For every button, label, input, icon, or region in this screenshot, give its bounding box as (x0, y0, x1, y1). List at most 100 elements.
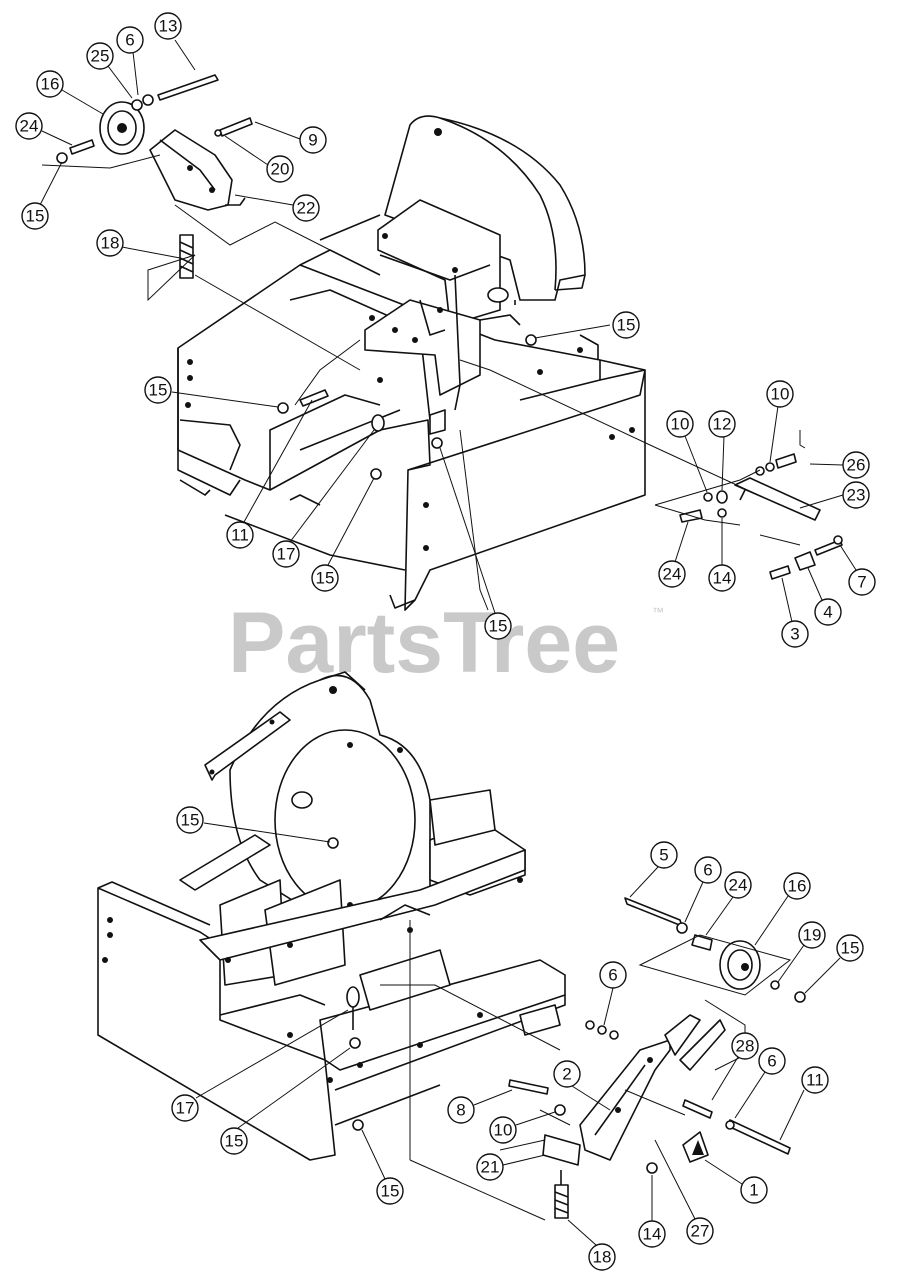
svg-text:24: 24 (663, 565, 682, 584)
svg-text:10: 10 (671, 415, 690, 434)
svg-text:26: 26 (847, 456, 866, 475)
callout-15: 15 (311, 477, 375, 592)
callout-15: 15 (534, 311, 640, 339)
callout-21: 21 (476, 1153, 546, 1181)
callout-16: 16 (36, 70, 104, 115)
upper-phantom-lines (41, 154, 806, 611)
svg-text:15: 15 (489, 617, 508, 636)
upper-idler-arm-assembly (56, 74, 253, 279)
callout-11: 11 (779, 1066, 829, 1141)
svg-text:24: 24 (20, 117, 39, 136)
svg-text:15: 15 (149, 381, 168, 400)
callout-17: 17 (171, 1009, 349, 1122)
parts-tree-watermark: PartsTree (228, 595, 620, 691)
callout-14: 14 (638, 1175, 666, 1248)
lower-assembly (97, 671, 806, 1221)
lower-phantom-lines (380, 920, 792, 1221)
svg-text:17: 17 (176, 1099, 195, 1118)
callout-12: 12 (708, 410, 736, 491)
callout-15: 15 (439, 447, 512, 640)
callout-18: 18 (567, 1219, 616, 1271)
svg-text:1: 1 (749, 1181, 758, 1200)
upper-fasteners (277, 334, 537, 480)
svg-text:12: 12 (713, 415, 732, 434)
upper-main-frame (177, 249, 646, 611)
svg-text:20: 20 (271, 160, 290, 179)
upper-blower-housing (384, 115, 586, 301)
callout-6: 6 (116, 26, 144, 96)
lower-idler-arm-assembly (508, 897, 806, 1174)
svg-text:11: 11 (806, 1071, 824, 1090)
svg-text:24: 24 (729, 876, 748, 895)
svg-text:6: 6 (608, 966, 617, 985)
callout-7: 7 (839, 544, 876, 596)
svg-text:3: 3 (790, 625, 799, 644)
callout-6: 6 (599, 961, 627, 1026)
callout-1: 1 (704, 1159, 768, 1204)
svg-text:22: 22 (297, 199, 316, 218)
callout-18: 18 (96, 229, 181, 259)
svg-text:21: 21 (481, 1158, 500, 1177)
callout-3: 3 (781, 577, 809, 648)
callout-6: 6 (684, 856, 722, 923)
lower-blower-housing (229, 671, 431, 916)
upper-rod-linkage (679, 453, 843, 580)
callout-6: 6 (734, 1047, 786, 1119)
svg-text:15: 15 (841, 939, 860, 958)
svg-text:7: 7 (857, 573, 866, 592)
callout-15: 15 (21, 161, 63, 230)
svg-text:15: 15 (225, 1132, 244, 1151)
callout-10: 10 (766, 380, 794, 463)
callout-22: 22 (234, 194, 320, 222)
svg-text:14: 14 (643, 1225, 662, 1244)
svg-text:28: 28 (736, 1037, 755, 1056)
svg-text:25: 25 (91, 47, 110, 66)
upper-center-brackets (319, 199, 521, 411)
svg-text:16: 16 (41, 75, 60, 94)
svg-text:10: 10 (494, 1121, 513, 1140)
svg-text:10: 10 (771, 385, 790, 404)
callout-9: 9 (254, 121, 327, 154)
svg-text:18: 18 (593, 1248, 612, 1267)
callout-15: 15 (361, 1129, 404, 1205)
callout-17: 17 (272, 429, 375, 568)
callout-26: 26 (809, 451, 870, 479)
svg-text:27: 27 (691, 1222, 710, 1241)
callout-2: 2 (553, 1060, 611, 1111)
callout-13: 13 (154, 12, 196, 71)
svg-text:18: 18 (101, 234, 120, 253)
callout-24: 24 (15, 112, 73, 146)
svg-text:13: 13 (159, 17, 178, 36)
svg-text:15: 15 (381, 1182, 400, 1201)
callout-23: 23 (799, 481, 870, 509)
svg-text:5: 5 (659, 846, 668, 865)
callout-10: 10 (666, 410, 708, 493)
callout-15: 15 (176, 806, 331, 843)
svg-text:15: 15 (617, 316, 636, 335)
lower-spring (554, 1170, 569, 1219)
callout-11: 11 (226, 399, 313, 549)
svg-text:19: 19 (803, 926, 822, 945)
callout-5: 5 (629, 841, 678, 898)
callout-8: 8 (447, 1089, 513, 1124)
callout-27: 27 (654, 1139, 714, 1245)
callout-10: 10 (489, 1111, 556, 1144)
svg-text:6: 6 (767, 1052, 776, 1071)
callout-14: 14 (708, 518, 736, 592)
callout-28: 28 (711, 1032, 759, 1101)
svg-text:6: 6 (125, 31, 134, 50)
svg-text:11: 11 (231, 526, 249, 545)
callout-15: 15 (220, 1047, 351, 1155)
callout-19: 19 (777, 921, 826, 983)
svg-text:9: 9 (308, 131, 317, 150)
svg-text:2: 2 (562, 1065, 571, 1084)
callout-4: 4 (807, 567, 842, 626)
svg-text:15: 15 (316, 569, 335, 588)
svg-text:14: 14 (713, 569, 732, 588)
callout-24: 24 (658, 521, 689, 588)
trademark-symbol: ™ (652, 605, 664, 619)
callout-20: 20 (224, 135, 294, 183)
svg-text:8: 8 (456, 1101, 465, 1120)
lower-eyebolt (327, 837, 364, 1131)
